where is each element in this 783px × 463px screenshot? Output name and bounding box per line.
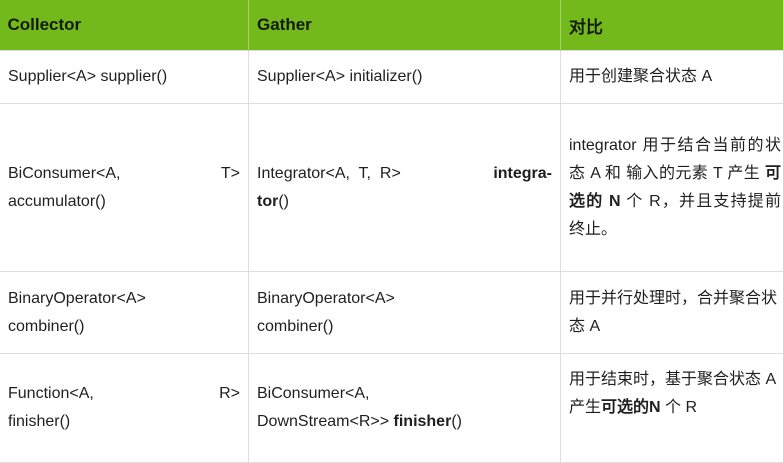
cell-bold-text: integra- [493,160,552,188]
cell-compare: integrator 用于结合当前的状态 A 和 输入的元素 T 产生 可选的 … [561,104,783,272]
cell-line: Function<A, R> [8,380,240,408]
cell-text: integrator 用于结合当前的状态 A 和 输入的元素 T 产生 [569,137,781,182]
cell-text: finisher() [8,408,240,436]
cell-line: BiConsumer<A, T> [8,160,240,188]
header-compare: 对比 [561,0,783,51]
cell-text: BiConsumer<A, [257,380,552,408]
cell-text: () [451,413,462,430]
cell-compare: 用于创建聚合状态 A [561,51,783,104]
cell-compare: 用于并行处理时，合并聚合状态 A [561,272,783,354]
header-collector: Collector [0,0,249,51]
cell-text: Integrator<A, T, R> [257,160,401,188]
cell-line: DownStream<R>> finisher() [257,408,552,436]
cell-text: accumulator() [8,188,240,216]
cell-text: BiConsumer<A, [8,160,121,188]
cell-collector: Supplier<A> supplier() [0,51,249,104]
cell-collector: Function<A, R> finisher() [0,354,249,463]
cell-gather: BinaryOperator<A> combiner() [249,272,561,354]
cell-bold-text: 可选的N [601,399,661,416]
cell-text: combiner() [257,313,552,341]
cell-text: BinaryOperator<A> [257,285,552,313]
table-row: Function<A, R> finisher() BiConsumer<A, … [0,354,783,463]
cell-text: T> [221,160,240,188]
cell-bold-text: finisher [394,413,452,430]
table-row: BiConsumer<A, T> accumulator() Integrato… [0,104,783,272]
cell-text: BinaryOperator<A> [8,285,240,313]
cell-line: tor() [257,188,552,216]
table-row: BinaryOperator<A> combiner() BinaryOpera… [0,272,783,354]
cell-gather: BiConsumer<A, DownStream<R>> finisher() [249,354,561,463]
cell-text: () [278,193,289,210]
table-header-row: Collector Gather 对比 [0,0,783,51]
cell-gather: Supplier<A> initializer() [249,51,561,104]
cell-text: 个 R [661,399,697,416]
cell-text: combiner() [8,313,240,341]
cell-bold-text: tor [257,193,278,210]
header-gather: Gather [249,0,561,51]
cell-text: DownStream<R>> [257,413,394,430]
cell-compare: 用于结束时，基于聚合状态 A 产生可选的N 个 R [561,354,783,463]
cell-text: R> [219,380,240,408]
cell-text: Function<A, [8,380,94,408]
table-row: Supplier<A> supplier() Supplier<A> initi… [0,51,783,104]
cell-collector: BiConsumer<A, T> accumulator() [0,104,249,272]
cell-line: Integrator<A, T, R> integra- [257,160,552,188]
cell-collector: BinaryOperator<A> combiner() [0,272,249,354]
cell-gather: Integrator<A, T, R> integra- tor() [249,104,561,272]
